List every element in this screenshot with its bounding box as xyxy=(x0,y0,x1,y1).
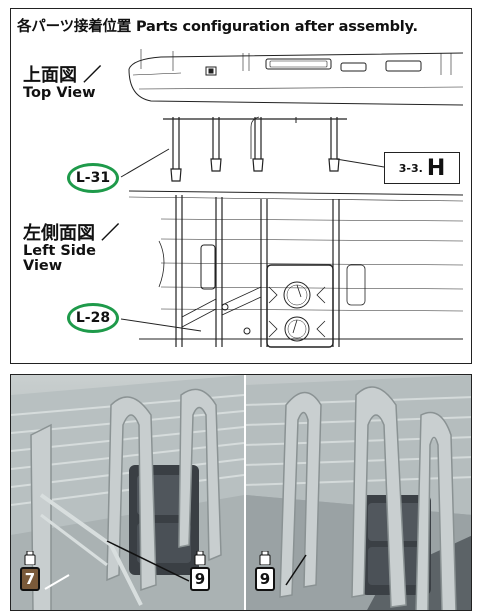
title-japanese: 各パーツ接着位置 xyxy=(17,19,132,35)
top-view-label-en: Top View xyxy=(23,84,96,101)
top-view-label: 上面図 ／ Top View xyxy=(23,65,102,101)
side-view-label-jp: 左側面図 ／ xyxy=(23,223,120,244)
photo-divider xyxy=(244,375,246,610)
paint-bottle-icon xyxy=(24,551,36,565)
step-reference-box: 3-3. H xyxy=(384,152,460,184)
assembly-diagram-panel: 各パーツ接着位置 Parts configuration after assem… xyxy=(10,8,472,364)
side-view-label-en-2: View xyxy=(23,258,63,275)
photo-right-image xyxy=(246,375,471,610)
photo-right: 9 xyxy=(246,375,471,610)
side-view-label-en-1: Left Side xyxy=(23,242,96,259)
title-english: Parts configuration after assembly. xyxy=(135,19,418,35)
top-view-label-jp: 上面図 ／ xyxy=(23,65,102,86)
photo-left: 7 9 xyxy=(11,375,244,610)
step-reference-number: 3-3. xyxy=(398,161,423,175)
line-drawing xyxy=(120,49,464,348)
paint-color-9-tag-right: 9 xyxy=(254,551,276,591)
side-view-label: 左側面図 ／ Left Side View xyxy=(23,223,120,275)
paint-color-9-number-left: 9 xyxy=(190,567,210,591)
paint-bottle-icon xyxy=(259,551,271,565)
page-title: 各パーツ接着位置 Parts configuration after assem… xyxy=(17,15,418,36)
paint-bottle-icon xyxy=(194,551,206,565)
paint-color-9-tag-left: 9 xyxy=(189,551,211,591)
part-callout-l31: L-31 xyxy=(67,163,119,193)
step-reference-letter: H xyxy=(426,155,446,181)
paint-color-7-number: 7 xyxy=(20,567,40,591)
part-callout-l28: L-28 xyxy=(67,303,119,333)
paint-color-7-tag: 7 xyxy=(19,551,41,591)
assembly-photos-panel: 7 9 xyxy=(10,374,472,611)
paint-color-9-number-right: 9 xyxy=(255,567,275,591)
